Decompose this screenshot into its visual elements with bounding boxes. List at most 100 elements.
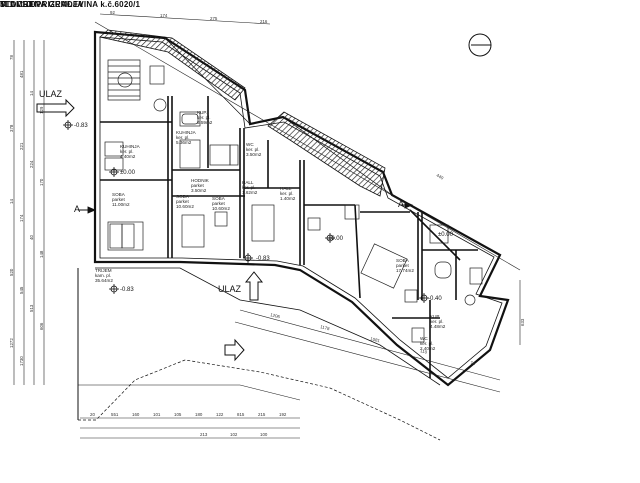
level-label: ±0.00 bbox=[328, 236, 344, 242]
room-name: KUP. bbox=[430, 314, 440, 319]
dimension-label: 481 bbox=[19, 70, 24, 78]
room-floor: ker. pl. bbox=[430, 319, 444, 324]
staircase-icon bbox=[107, 59, 141, 101]
dimension-label: 221 bbox=[19, 142, 24, 150]
dimension-label: 513 bbox=[29, 304, 34, 312]
room-name: HALL bbox=[242, 180, 254, 185]
dimension-label: 14 bbox=[29, 91, 34, 96]
level-markers bbox=[63, 120, 429, 303]
dimension-label: 174 bbox=[19, 214, 24, 222]
room-floor: parket bbox=[112, 197, 125, 202]
room-floor: parket bbox=[212, 201, 225, 206]
entrance-arrow-icon bbox=[36, 98, 75, 118]
room-area: 35.64m2 bbox=[95, 278, 113, 283]
room-area: 11.00m2 bbox=[112, 202, 130, 207]
entrance-label: ULAZ bbox=[39, 89, 63, 99]
section-mark-label: A bbox=[398, 199, 404, 209]
room-name: TRIJEM bbox=[95, 268, 112, 273]
dimension-label: 40 bbox=[29, 235, 34, 240]
room-area: 3.59m2 bbox=[197, 120, 213, 125]
dimension-label: 520 bbox=[9, 268, 14, 276]
room-area: 10.60m2 bbox=[212, 206, 230, 211]
dimension-label: 213 bbox=[200, 432, 208, 437]
room-floor: ker. pl. bbox=[420, 341, 434, 346]
dimension-label: 606 bbox=[39, 322, 44, 330]
level-label: -0.40 bbox=[428, 296, 442, 302]
furniture-fixtures bbox=[104, 65, 483, 343]
room-floor: ker. pl. bbox=[246, 147, 260, 152]
level-labels: -0.83±0.00±0.00-0.83-0.83±0.00-0.40 bbox=[74, 123, 454, 302]
dimension-label: 1178 bbox=[320, 324, 331, 331]
dimension-label: 174 bbox=[160, 13, 168, 18]
dimension-label: 275 bbox=[210, 16, 218, 21]
room-area: 17.74m2 bbox=[396, 268, 414, 273]
dimension-label: 215 bbox=[258, 412, 266, 417]
dimension-label: 192 bbox=[279, 412, 287, 417]
room-name: SOBA bbox=[176, 194, 190, 199]
room-floor: parket bbox=[176, 199, 189, 204]
dimension-label: 1206 bbox=[270, 312, 281, 319]
direction-arrow-icon bbox=[224, 338, 245, 362]
room-floor: ker. pl. bbox=[176, 135, 190, 140]
dimension-label: 551 bbox=[111, 412, 119, 417]
level-label: -0.83 bbox=[120, 287, 134, 293]
dimension-label: 78 bbox=[9, 55, 14, 60]
room-name: WC bbox=[246, 142, 254, 147]
north-arrow-icon bbox=[468, 33, 492, 57]
room-area: 4.48m2 bbox=[430, 324, 446, 329]
dimension-label: 1730 bbox=[19, 356, 24, 366]
room-area: 3.50m2 bbox=[191, 188, 207, 193]
room-floor: ker. pl. bbox=[242, 185, 256, 190]
level-label: -0.83 bbox=[256, 256, 270, 262]
section-mark-label: A bbox=[74, 204, 80, 214]
room-floor: ker. pl. bbox=[280, 191, 294, 196]
dimension-label: 101 bbox=[153, 412, 161, 417]
room-name: SOBA bbox=[112, 192, 126, 197]
dimension-label: 102 bbox=[230, 432, 238, 437]
dimension-label: 378 bbox=[9, 124, 14, 132]
room-name: WC bbox=[420, 336, 428, 341]
dimension-label: 110 bbox=[420, 348, 429, 355]
entrance-label: ULAZ bbox=[218, 284, 242, 294]
room-floor: kam. pl. bbox=[95, 273, 111, 278]
dimension-label: 100 bbox=[260, 432, 268, 437]
drawing-title-line1: STAMBENA GRAĐEVINA k.č.6020/1 bbox=[0, 0, 141, 9]
dimension-label: 105 bbox=[174, 412, 182, 417]
room-area: 2.40m2 bbox=[420, 346, 436, 351]
room-floor: parket bbox=[191, 183, 204, 188]
room-name: HODNIK bbox=[191, 178, 210, 183]
room-floor: parket bbox=[396, 263, 409, 268]
dimension-label: 216 bbox=[260, 19, 268, 24]
room-name: KUHINJA bbox=[176, 130, 197, 135]
room-name: HALL bbox=[280, 186, 292, 191]
room-area: 1.40m2 bbox=[280, 196, 296, 201]
dimension-label: 129 bbox=[39, 106, 44, 114]
dimension-label: 440 bbox=[436, 173, 445, 181]
dimension-label: 1272 bbox=[9, 338, 14, 348]
room-area: 4.40m2 bbox=[120, 154, 136, 159]
dimension-label: 224 bbox=[29, 160, 34, 168]
building-outline bbox=[93, 30, 510, 387]
dimension-label: 92 bbox=[110, 10, 115, 15]
dimension-label: 160 bbox=[132, 412, 140, 417]
entrance-arrow-up-icon bbox=[244, 271, 264, 301]
dimension-label: 1081 bbox=[370, 336, 381, 343]
room-name: KUHINJA bbox=[120, 144, 141, 149]
room-area: 5.36m2 bbox=[176, 140, 192, 145]
dimension-label: 148 bbox=[39, 250, 44, 258]
dimension-labels: 7848114129378221224170141744014852054551… bbox=[9, 10, 525, 437]
room-name: SOBA bbox=[212, 196, 226, 201]
level-label: -0.83 bbox=[74, 123, 88, 129]
room-area: 1.62m2 bbox=[242, 190, 258, 195]
drawing-title-line2: TLOCRT PRIZEMLJA bbox=[0, 0, 84, 9]
dimension-label: 815 bbox=[237, 412, 245, 417]
dimension-label: 122 bbox=[216, 412, 224, 417]
dimension-label: 20 bbox=[90, 412, 95, 417]
room-area: 3.50m2 bbox=[246, 152, 262, 157]
dimension-label: 14 bbox=[9, 199, 14, 204]
terrain-lines bbox=[77, 267, 441, 441]
dimension-label: 76 bbox=[470, 360, 476, 366]
room-name: KUP. bbox=[197, 110, 207, 115]
level-label: ±0.00 bbox=[438, 232, 454, 238]
